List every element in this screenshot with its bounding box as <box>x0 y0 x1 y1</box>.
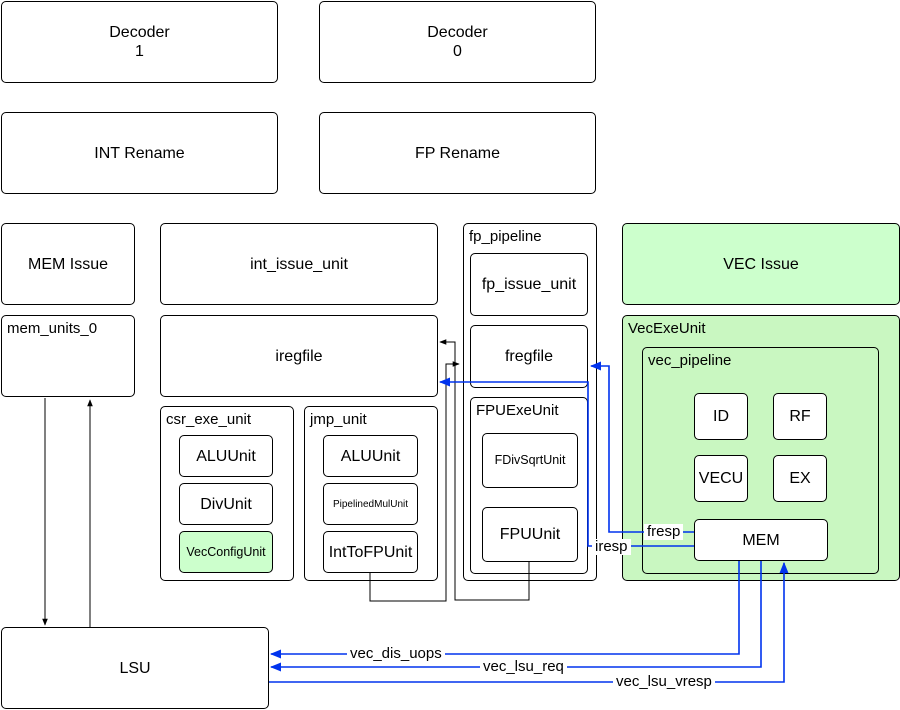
fp-rename-box: FP Rename <box>319 112 596 194</box>
fresp-label: fresp <box>644 524 684 540</box>
int-rename-box: INT Rename <box>1 112 278 194</box>
vec-rf-stage: RF <box>773 393 827 440</box>
mem-units-box: mem_units_0 <box>1 315 135 397</box>
fregfile-box: fregfile <box>470 325 588 388</box>
vec-lsu-req-label: vec_lsu_req <box>480 659 567 675</box>
pipelined-mul-unit: PipelinedMulUnit <box>323 483 418 525</box>
vec-lsu-vresp-label: vec_lsu_vresp <box>613 674 715 690</box>
decoder-0-box: Decoder 0 <box>319 1 596 83</box>
decoder-1-box: Decoder 1 <box>1 1 278 83</box>
iresp-label: iresp <box>592 539 631 555</box>
int-to-fp-unit: IntToFPUnit <box>323 531 418 573</box>
fpu-unit: FPUUnit <box>482 507 578 562</box>
vec-mem-stage: MEM <box>694 519 828 561</box>
csr-exe-unit-title: csr_exe_unit <box>166 411 252 428</box>
vec-dis-uops-label: vec_dis_uops <box>347 646 445 662</box>
iregfile-box: iregfile <box>160 315 438 397</box>
fp-issue-unit-box: fp_issue_unit <box>470 253 588 316</box>
vec-vecu-stage: VECU <box>694 455 748 502</box>
int-issue-unit-box: int_issue_unit <box>160 223 438 305</box>
csr-alu-unit: ALUUnit <box>179 435 273 477</box>
vec-config-unit: VecConfigUnit <box>179 531 273 573</box>
mem-units-title: mem_units_0 <box>7 320 98 337</box>
jmp-alu-unit: ALUUnit <box>323 435 418 477</box>
csr-div-unit: DivUnit <box>179 483 273 525</box>
vec-pipeline-title: vec_pipeline <box>648 352 732 369</box>
fpu-exe-unit-title: FPUExeUnit <box>476 402 559 419</box>
vec-exe-unit-title: VecExeUnit <box>628 320 706 337</box>
fp-pipeline-title: fp_pipeline <box>469 228 542 245</box>
mem-issue-box: MEM Issue <box>1 223 135 305</box>
lsu-box: LSU <box>1 627 269 709</box>
fdiv-sqrt-unit: FDivSqrtUnit <box>482 433 578 488</box>
vec-ex-stage: EX <box>773 455 827 502</box>
vec-issue-box: VEC Issue <box>622 223 900 305</box>
jmp-unit-title: jmp_unit <box>310 411 367 428</box>
vec-id-stage: ID <box>694 393 748 440</box>
